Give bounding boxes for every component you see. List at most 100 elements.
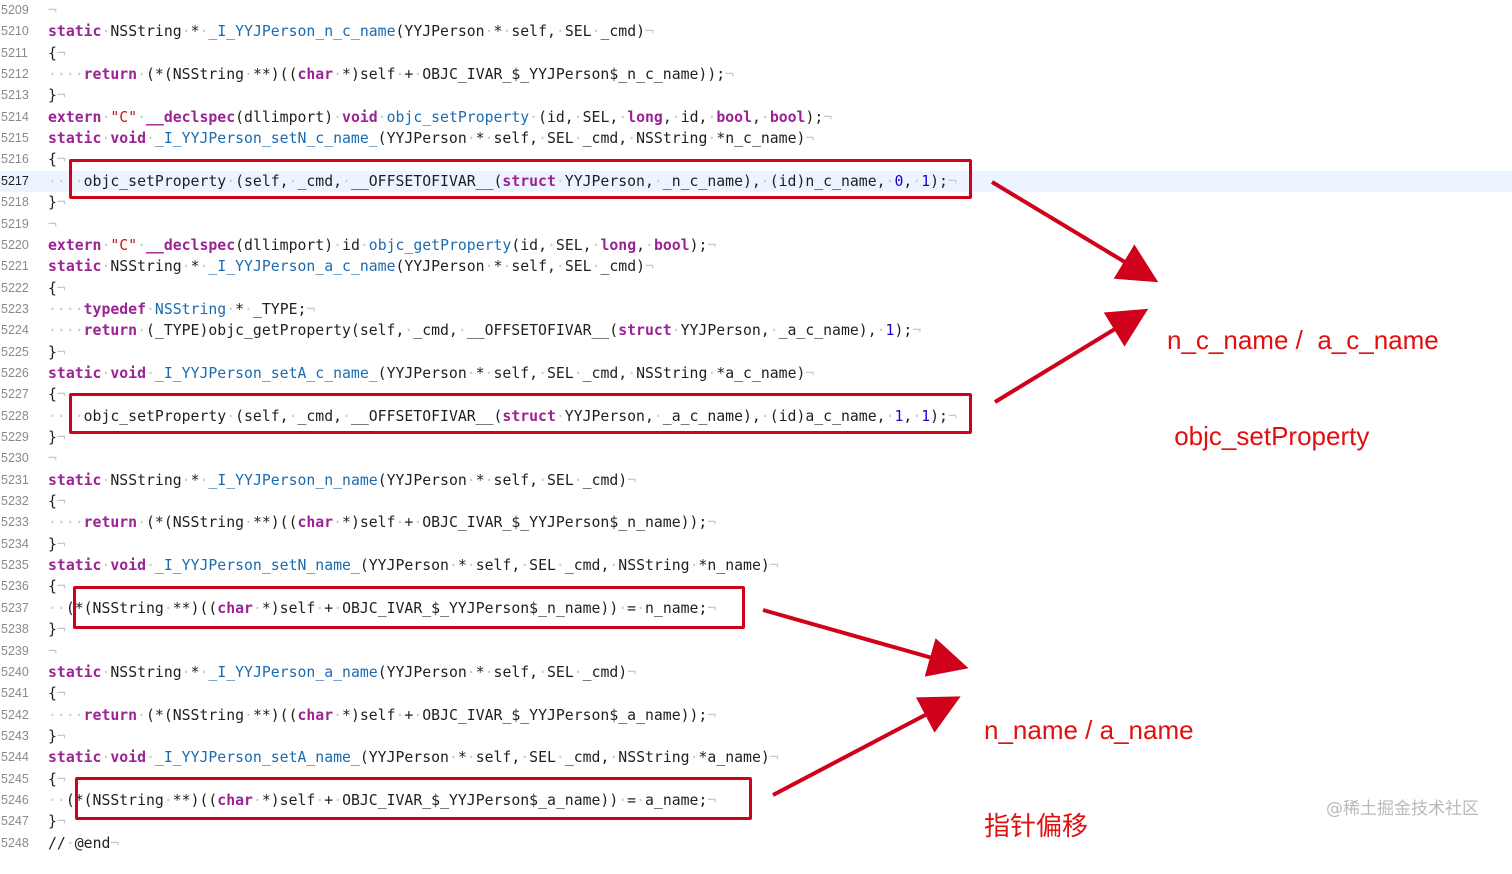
line-number: 5232 [1,494,29,509]
code-token: · [484,663,494,681]
code-token: · [653,172,663,190]
line-number: 5237 [1,600,29,615]
code-token: bool [653,236,690,254]
code-token: static [48,663,102,681]
code-line[interactable]: 5237··(*(NSString·**)((char·*)self·+·OBJ… [0,598,1512,619]
code-token: char [297,66,334,84]
code-token: _n_c_name), [662,172,761,190]
code-token: (YYJPerson [359,749,449,767]
code-token: ···· [48,300,84,318]
code-token: _I_YYJPerson_setA_name_ [154,749,360,767]
code-line[interactable]: 5241{¬ [0,683,1512,704]
code-line[interactable]: 5246··(*(NSString·**)((char·*)self·+·OBJ… [0,790,1512,811]
code-line[interactable]: 5232{¬ [0,491,1512,512]
code-line[interactable]: 5225}¬ [0,342,1512,363]
code-line[interactable]: 5209¬ [0,0,1512,21]
code-token: extern [48,108,102,126]
code-token: static [48,557,102,575]
code-line[interactable]: 5230¬ [0,448,1512,469]
code-line[interactable]: 5233····return·(*(NSString·**)((char·*)s… [0,512,1512,533]
code-line[interactable]: 5247}¬ [0,811,1512,832]
code-line[interactable]: 5218}¬ [0,192,1512,213]
code-token: · [333,706,343,724]
code-line[interactable]: 5236{¬ [0,576,1512,597]
code-token: void [110,557,147,575]
code-token: OBJC_IVAR_$_YYJPerson$_a_name)) [342,791,619,809]
code-line[interactable]: 5224····return·(_TYPE)objc_getProperty(s… [0,320,1512,341]
code-line[interactable]: 5213}¬ [0,85,1512,106]
code-token: *n_name) [698,557,770,575]
code-token: · [671,108,681,126]
code-line[interactable]: 5222{¬ [0,278,1512,299]
code-token: ); [805,108,824,126]
code-token: · [591,236,601,254]
code-token: ¬ [56,343,66,361]
code-token: + [404,66,414,84]
code-token: } [48,343,57,361]
code-line[interactable]: 5239¬ [0,641,1512,662]
code-line[interactable]: 5245{¬ [0,769,1512,790]
code-line[interactable]: 5217····objc_setProperty·(self,·_cmd,·__… [0,170,1512,193]
code-token: ···· [48,66,84,84]
code-token: self, [493,471,539,489]
code-line[interactable]: 5219¬ [0,214,1512,235]
code-text: ····typedef·NSString·*·_TYPE;¬ [48,299,315,320]
property-annotation: n_c_name / a_c_name objc_setProperty [1167,260,1439,484]
code-token: (YYJPerson [377,364,467,382]
code-token: · [101,471,111,489]
code-line[interactable]: 5227{¬ [0,384,1512,405]
code-token: SEL [529,557,556,575]
code-token: · [555,172,565,190]
code-line[interactable]: 5238}¬ [0,619,1512,640]
code-token: static [48,749,102,767]
code-text: {¬ [48,769,66,790]
code-line[interactable]: 5234}¬ [0,534,1512,555]
code-token: , [662,108,672,126]
code-text: }¬ [48,726,66,747]
code-token: struct [502,172,556,190]
code-line[interactable]: 5212····return·(*(NSString·**)((char·*)s… [0,64,1512,85]
code-token: · [555,749,565,767]
code-token: NSString [110,663,182,681]
code-token: **)(( [252,66,298,84]
code-token: *a_name) [698,749,770,767]
code-text: }¬ [48,427,66,448]
code-token: · [912,172,922,190]
code-token: __declspec [146,108,236,126]
code-token: _cmd, [297,172,343,190]
code-line[interactable]: 5228····objc_setProperty·(self,·_cmd,·__… [0,406,1512,427]
code-line[interactable]: 5229}¬ [0,427,1512,448]
code-token: ¬ [56,279,66,297]
code-token: · [404,322,414,340]
code-text: }¬ [48,534,66,555]
code-token: · [689,749,699,767]
line-number: 5211 [1,45,28,60]
code-line[interactable]: 5243}¬ [0,726,1512,747]
code-text: ¬ [48,214,57,235]
code-token: · [244,706,253,724]
code-line[interactable]: 5242····return·(*(NSString·**)((char·*)s… [0,705,1512,726]
code-token: (id, [511,236,547,254]
line-number: 5212 [1,67,29,82]
code-text: {¬ [48,43,66,64]
code-line[interactable]: 5223····typedef·NSString·*·_TYPE;¬ [0,299,1512,320]
code-line[interactable]: 5211 {¬ [0,43,1512,64]
code-line[interactable]: 5216{¬ [0,149,1512,170]
code-token: { [48,279,57,297]
code-token: _cmd, [582,130,628,148]
code-token: · [333,514,343,532]
code-text: }¬ [48,342,66,363]
code-token: · [413,706,423,724]
code-text: ¬ [48,641,57,662]
